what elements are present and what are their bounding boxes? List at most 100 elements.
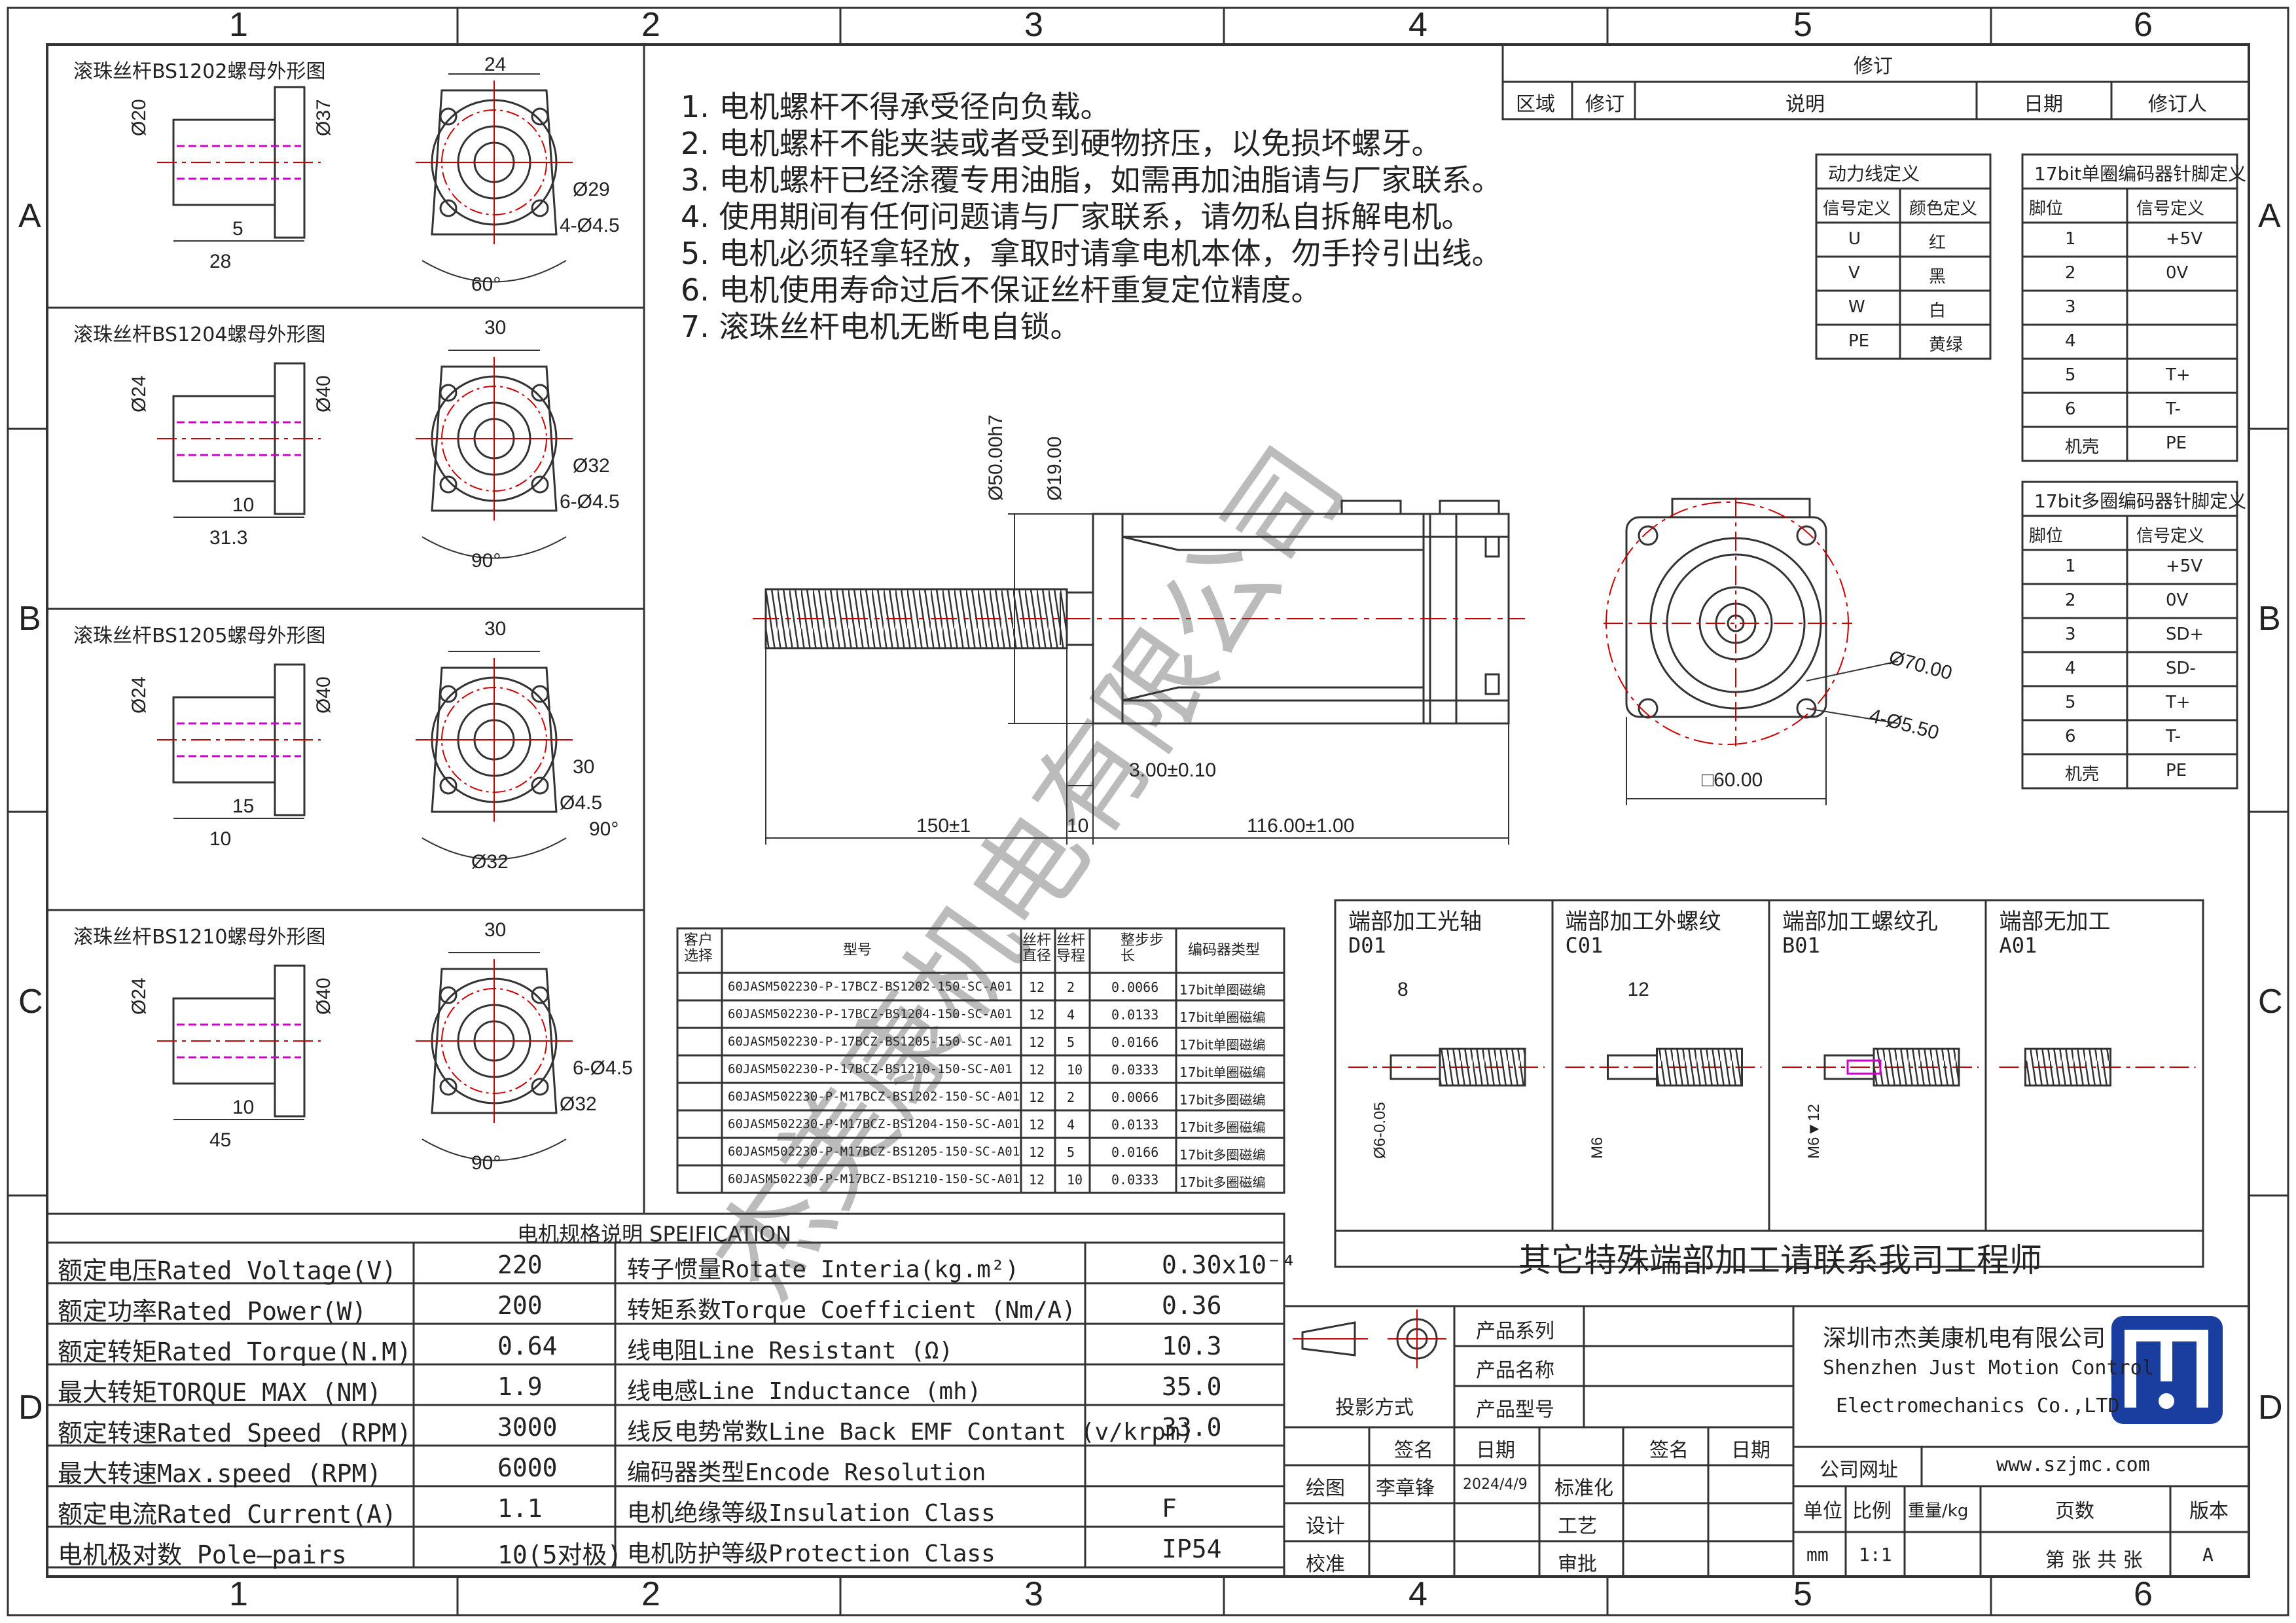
- model-row-6-step: 0.0133: [1111, 1117, 1159, 1133]
- tb-sign-1: 签名: [1394, 1439, 1433, 1462]
- end-code-4: A01: [1999, 933, 2037, 958]
- single-encoder-table-h2: 信号定义: [2136, 199, 2205, 219]
- spec-row-1-label2: 转子惯量Rotate Interia(kg.m²): [627, 1256, 1020, 1283]
- zone-v-a: A: [18, 197, 41, 235]
- spec-row-1-value1: 220: [497, 1250, 543, 1279]
- nut-4-dim-1: Ø24: [128, 977, 150, 1015]
- end-drawing-4: [1999, 1048, 2196, 1087]
- spec-row-7-value1: 1.1: [497, 1494, 543, 1523]
- revision-h-desc: 说明: [1785, 93, 1825, 116]
- nut-3-dim-8: Ø32: [471, 851, 509, 873]
- end-code-3: B01: [1782, 933, 1820, 958]
- tb-draw-date: 2024/4/9: [1463, 1476, 1528, 1493]
- end-drawing-1: [1348, 1048, 1545, 1087]
- model-row-4-enc: 17bit单圈磁编: [1179, 1065, 1266, 1080]
- model-header-4: 丝杆导程: [1056, 932, 1086, 964]
- model-row-5-step: 0.0066: [1111, 1089, 1159, 1105]
- power-table-r1-c2: 红: [1929, 233, 1946, 253]
- multi-encoder-table-h2: 信号定义: [2136, 526, 2205, 546]
- model-row-2-lead: 4: [1067, 1007, 1075, 1023]
- single-encoder-table-r5-c1: 5: [2065, 365, 2076, 385]
- end-side-3: M6▼12: [1805, 1104, 1823, 1159]
- spec-title: 电机规格说明 SPEIFICATION: [517, 1222, 792, 1247]
- model-row-2-enc: 17bit单圈磁编: [1179, 1010, 1266, 1025]
- end-processing-panel: [1334, 899, 2204, 1268]
- nut-3-dim-6: 30: [573, 756, 595, 778]
- end-dim-2: 12: [1627, 979, 1649, 1000]
- zone-v-b: B: [18, 600, 41, 638]
- zone-h-6: 6: [2134, 6, 2153, 44]
- spec-row-8-value2: IP54: [1162, 1535, 1222, 1563]
- end-drawing-2: [1565, 1048, 1762, 1087]
- zone-v-c: C: [18, 983, 43, 1021]
- note-7: 7. 滚珠丝杆电机无断电自锁。: [681, 309, 1081, 344]
- zone-h-3-bottom: 3: [1024, 1575, 1043, 1613]
- nut-2-dim-8: 90°: [471, 550, 501, 572]
- model-table-lines: [676, 927, 1285, 1194]
- nut-title-1: 滚珠丝杆BS1202螺母外形图: [73, 60, 326, 83]
- model-row-3-lead: 5: [1067, 1034, 1075, 1050]
- power-table-r1-c1: U: [1848, 229, 1861, 249]
- model-row-6-lead: 4: [1067, 1117, 1075, 1133]
- nut-4-dim-3: 10: [232, 1097, 255, 1118]
- tb-version-v: A: [2202, 1544, 2214, 1565]
- tb-sign-2: 签名: [1649, 1439, 1689, 1462]
- model-row-2-name: 60JASM502230-P-17BCZ-BS1204-150-SC-A01: [728, 1007, 1013, 1021]
- zone-h-6-bottom: 6: [2134, 1575, 2153, 1613]
- multi-encoder-table-h1: 脚位: [2029, 526, 2064, 546]
- tb-company-en1: Shenzhen Just Motion Control: [1823, 1357, 2154, 1379]
- single-encoder-table-r4-c1: 4: [2065, 331, 2076, 351]
- spec-row-3-label2: 线电阻Line Resistant (Ω): [627, 1338, 954, 1364]
- zone-ticks: [8, 8, 2288, 1615]
- model-header-5: 整步步长: [1121, 932, 1164, 964]
- spec-row-7-label1: 额定电流Rated Current(A): [58, 1500, 397, 1529]
- nut-3-dim-7: Ø4.5: [560, 792, 603, 814]
- single-encoder-table-r6-c2: T-: [2166, 399, 2181, 419]
- model-row-5-lead: 2: [1067, 1089, 1075, 1105]
- spec-row-3-value1: 0.64: [497, 1332, 558, 1360]
- multi-encoder-table-lines: [2021, 481, 2238, 790]
- dim-116: 116.00±1.00: [1247, 815, 1355, 837]
- end-title-3: 端部加工螺纹孔: [1782, 909, 1938, 935]
- motor-front-view: [1625, 498, 1827, 719]
- ends-note: 其它特殊端部加工请联系我司工程师: [1518, 1241, 2042, 1279]
- model-header-6: 编码器类型: [1188, 942, 1261, 958]
- single-encoder-table-r1-c1: 1: [2065, 229, 2076, 249]
- pin-tables: [1815, 153, 2238, 790]
- power-table-h1: 信号定义: [1823, 199, 1892, 219]
- nut-1-dim-3: 5: [232, 218, 243, 240]
- spec-row-8-value1: 10(5对极): [497, 1541, 622, 1569]
- nut-title-3: 滚珠丝杆BS1205螺母外形图: [73, 625, 326, 647]
- tb-model: 产品型号: [1476, 1398, 1554, 1421]
- tb-projection: 投影方式: [1335, 1396, 1414, 1419]
- zone-v-d: D: [18, 1389, 43, 1427]
- power-table-r3-c1: W: [1848, 297, 1865, 317]
- multi-encoder-table-r4-c2: SD-: [2166, 659, 2196, 678]
- revision-table: [1501, 43, 2250, 120]
- nut-2-dim-5: 30: [484, 317, 507, 338]
- note-3: 3. 电机螺杆已经涂覆专用油脂，如需再加油脂请与厂家联系。: [681, 162, 1502, 198]
- tb-version: 版本: [2189, 1500, 2229, 1523]
- model-row-2-step: 0.0133: [1111, 1007, 1159, 1023]
- end-side-1: Ø6-0.05: [1371, 1102, 1389, 1159]
- nut-drawing-3: [157, 651, 573, 860]
- tb-weight: 重量/kg: [1908, 1501, 1969, 1521]
- dim-square: □60.00: [1702, 769, 1763, 791]
- revision-title: 修订: [1854, 55, 1893, 78]
- zone-h-2: 2: [641, 6, 660, 44]
- model-row-8-lead: 10: [1067, 1172, 1083, 1188]
- zone-v-c-right: C: [2258, 983, 2283, 1021]
- single-encoder-table-r6-c1: 6: [2065, 399, 2076, 419]
- multi-encoder-table-r4-c1: 4: [2065, 659, 2076, 678]
- revision-h-date: 日期: [2024, 93, 2063, 116]
- power-table-lines: [1815, 153, 1992, 360]
- model-header-3: 丝杆直径: [1022, 932, 1052, 964]
- model-row-7-enc: 17bit多圈磁编: [1179, 1147, 1266, 1163]
- spec-row-4-value1: 1.9: [497, 1372, 543, 1401]
- zone-h-3: 3: [1024, 6, 1043, 44]
- zone-h-5-bottom: 5: [1793, 1575, 1812, 1613]
- model-header-1: 客户选择: [684, 932, 713, 964]
- multi-encoder-table-r5-c1: 5: [2065, 693, 2076, 712]
- multi-encoder-table-r3-c1: 3: [2065, 625, 2076, 644]
- end-code-2: C01: [1565, 933, 1604, 958]
